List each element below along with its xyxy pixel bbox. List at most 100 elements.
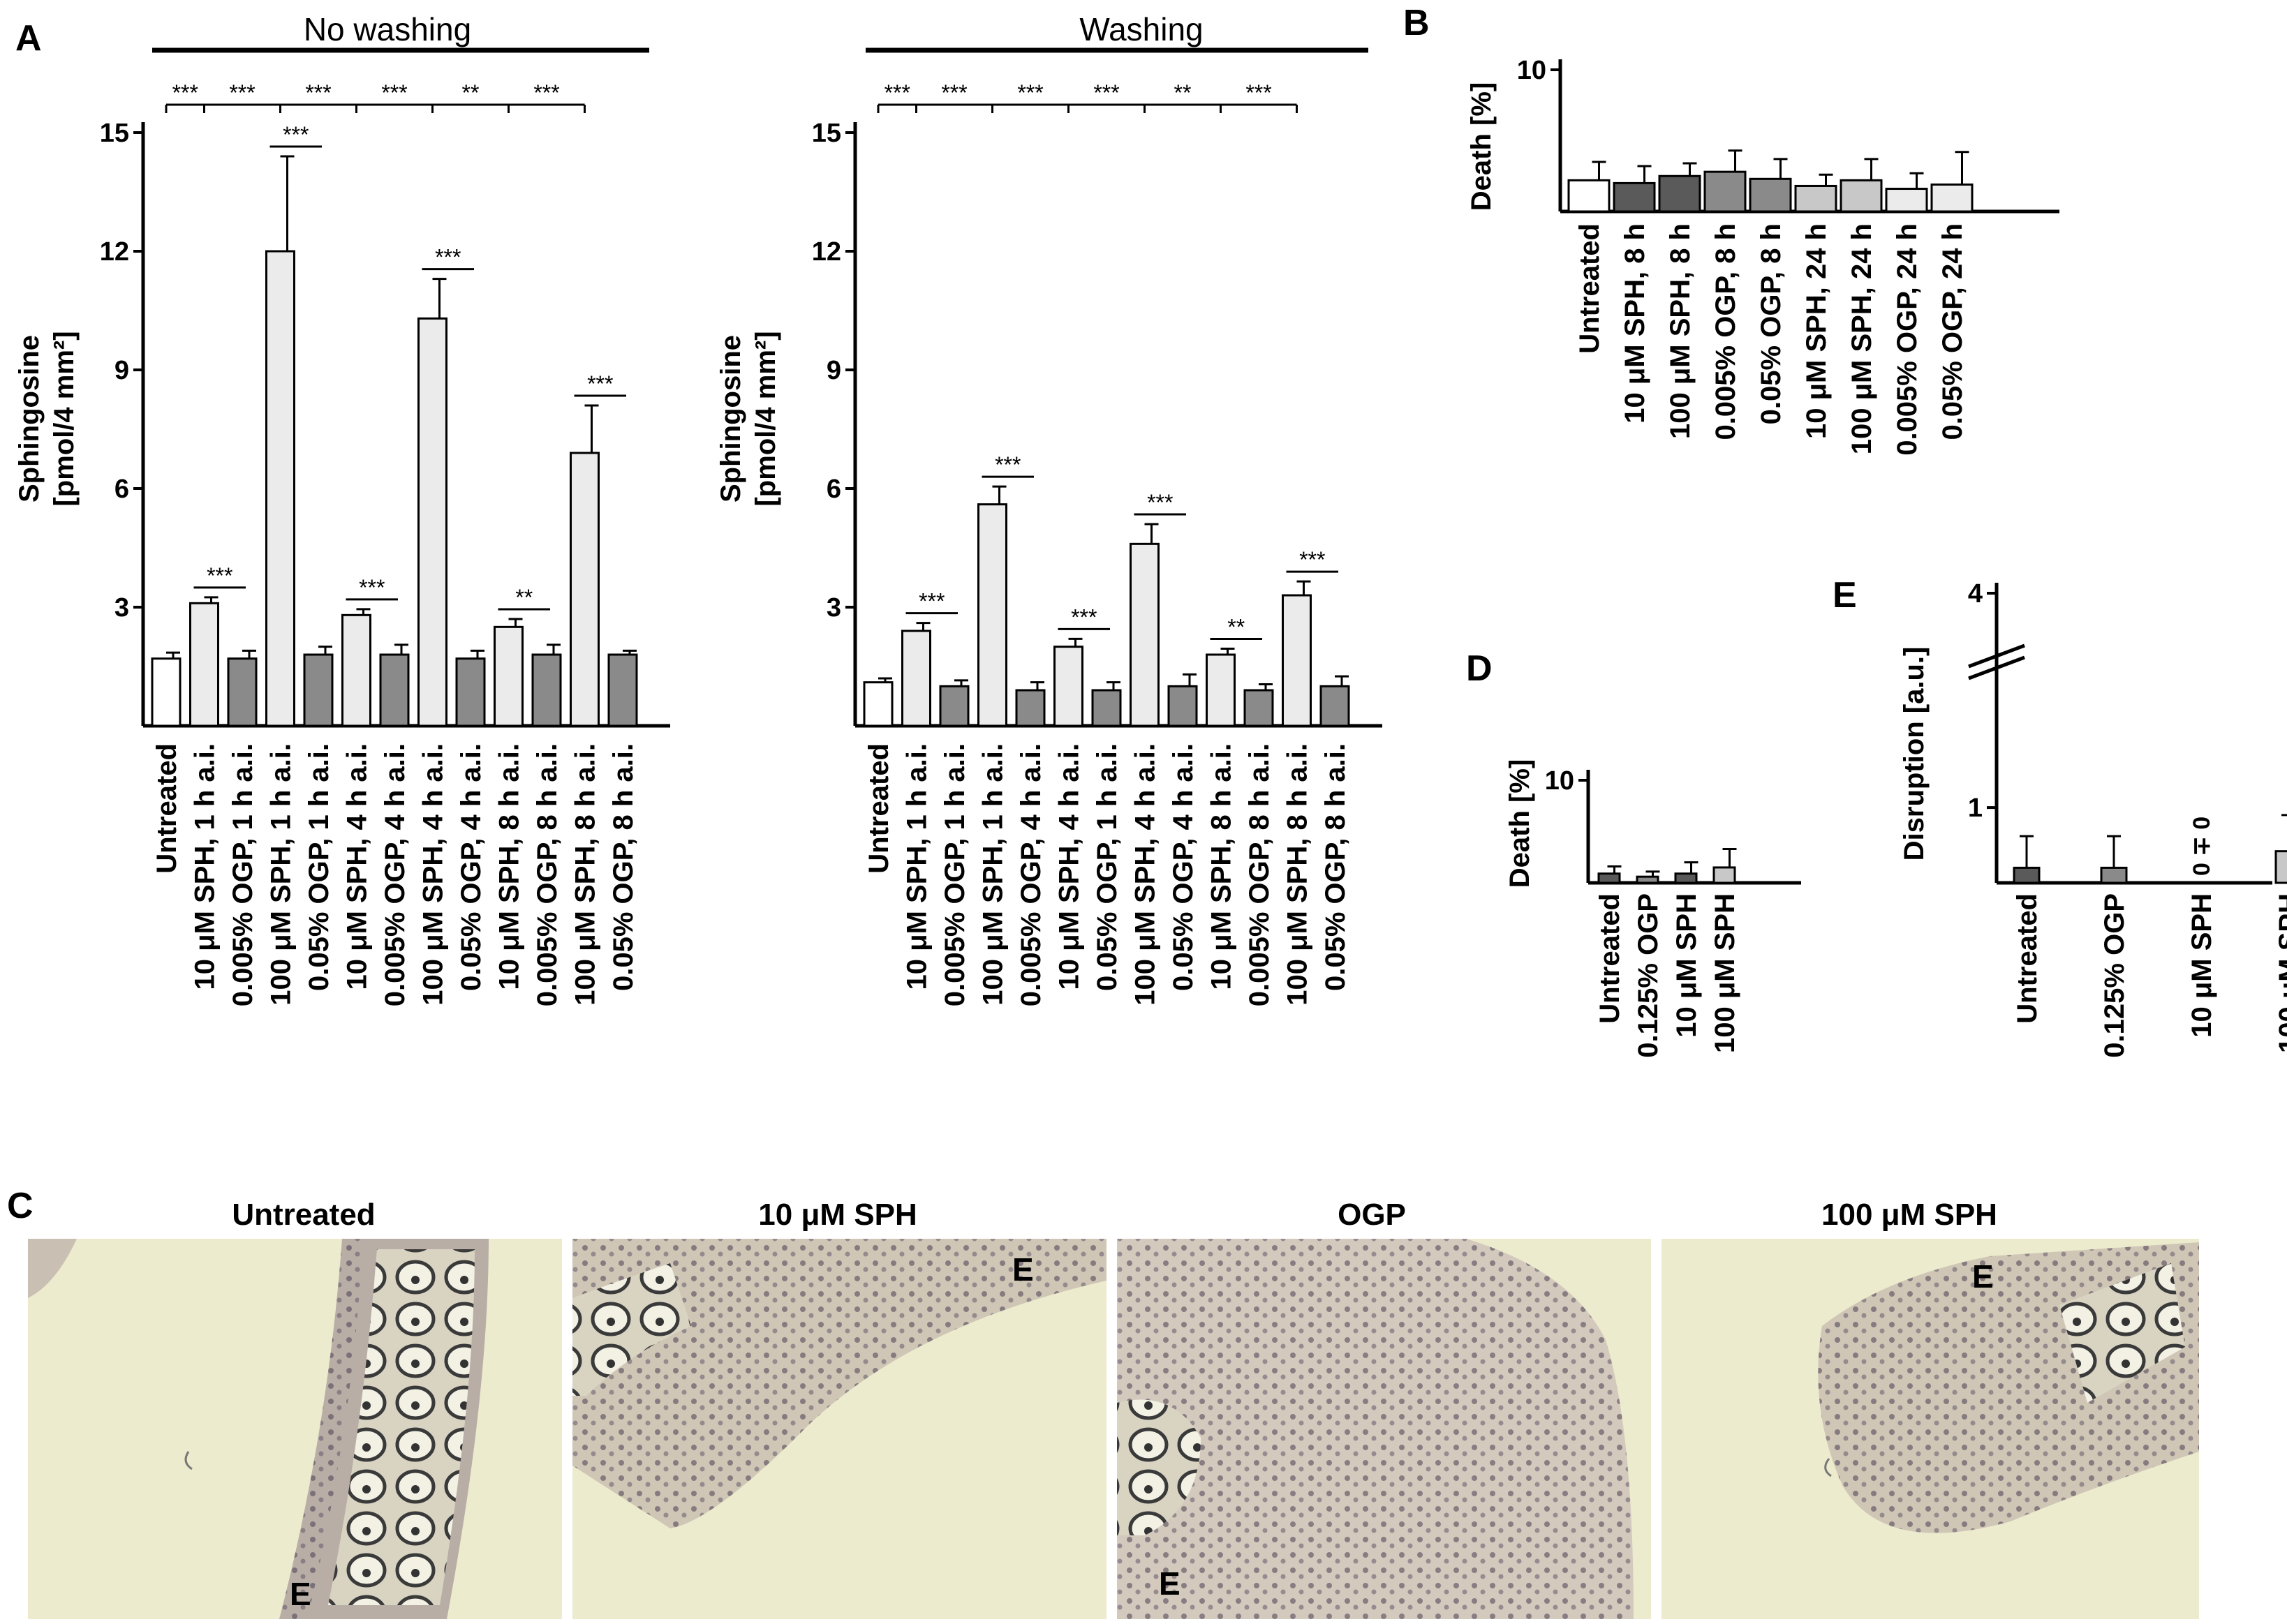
bar xyxy=(2013,866,2041,884)
bar xyxy=(1885,188,1928,213)
bar-significance-label: *** xyxy=(1147,490,1173,515)
category-label: 0.05% OGP, 4 h a.i. xyxy=(1168,743,1199,991)
bar xyxy=(1167,685,1198,727)
photo-title-100um-sph: 100 μM SPH xyxy=(1821,1198,1997,1232)
category-label: 0.005% OGP, 8 h a.i. xyxy=(1244,743,1275,1006)
axis-break-mark xyxy=(1968,655,2025,680)
group-title-no-washing: No washing xyxy=(304,11,471,47)
y-tick-label: 6 xyxy=(827,475,841,504)
bar xyxy=(1567,179,1611,213)
bar xyxy=(1130,542,1160,727)
y-tick-label: 3 xyxy=(827,593,841,623)
bar xyxy=(379,653,410,727)
micrograph-ogp: E xyxy=(1117,1239,1651,1619)
photo-title-untreated: Untreated xyxy=(232,1198,375,1232)
bar xyxy=(1053,646,1083,727)
bar xyxy=(977,503,1007,727)
category-label: 0.005% OGP, 1 h a.i. xyxy=(940,743,970,1006)
bar xyxy=(1712,866,1736,884)
bar xyxy=(863,681,894,727)
y-tick-label: 15 xyxy=(100,119,129,148)
bar xyxy=(531,653,562,727)
category-label: 100 μM SPH xyxy=(2274,893,2287,1053)
bar-significance-label: ** xyxy=(1227,615,1245,640)
category-label: 100 μM SPH, 1 h a.i. xyxy=(266,743,297,1006)
y-axis-title: Sphingosine xyxy=(14,335,45,502)
y-tick-label: 12 xyxy=(812,237,841,267)
y-axis-title: Disruption [a.u.] xyxy=(1899,647,1930,861)
category-label: 0.05% OGP, 1 h a.i. xyxy=(304,743,334,991)
micrograph-10um-sph: E xyxy=(572,1239,1107,1619)
category-label: 0.05% OGP, 4 h a.i. xyxy=(456,743,487,991)
group-title-washing: Washing xyxy=(1079,11,1203,47)
category-label: 0.005% OGP, 8 h xyxy=(1710,223,1741,440)
category-label: 0.05% OGP, 8 h xyxy=(1756,223,1786,424)
y-axis-title: Sphingosine xyxy=(716,335,746,502)
category-label: 0.005% OGP, 1 h a.i. xyxy=(228,743,258,1006)
bar-significance-label: *** xyxy=(587,371,613,396)
category-label: Untreated xyxy=(1574,223,1605,354)
significance-label: *** xyxy=(1245,80,1271,105)
category-label: 10 μM SPH xyxy=(2186,893,2217,1038)
category-label: 0.125% OGP xyxy=(1633,893,1664,1058)
significance-label: *** xyxy=(381,80,407,105)
panel-letter-c: C xyxy=(7,1186,34,1226)
significance-label: *** xyxy=(941,80,967,105)
category-label: Untreated xyxy=(151,743,182,874)
y-axis-title-unit: [pmol/4 mm²] xyxy=(49,331,80,506)
significance-label: *** xyxy=(1017,80,1043,105)
category-label: 10 μM SPH, 4 h a.i. xyxy=(342,743,373,990)
bar xyxy=(303,653,334,727)
y-tick-label: 10 xyxy=(1517,56,1546,85)
significance-label: *** xyxy=(172,80,198,105)
category-label: 0.05% OGP, 8 h a.i. xyxy=(608,743,639,991)
bar xyxy=(1243,689,1274,727)
y-axis-title: Death [%] xyxy=(1504,759,1535,888)
bar-significance-label: *** xyxy=(359,575,385,600)
epithelium-marker-1: E xyxy=(290,1576,311,1612)
y-tick-label: 4 xyxy=(1968,579,1983,609)
bar-significance-label: *** xyxy=(207,563,232,588)
axis-break-mark xyxy=(1968,643,2025,669)
bar xyxy=(607,653,638,727)
bar xyxy=(1597,872,1621,884)
bar xyxy=(939,685,970,727)
photo-title-ogp: OGP xyxy=(1338,1198,1406,1232)
bar-significance-label: *** xyxy=(1299,547,1325,572)
bar-significance-label: ** xyxy=(515,585,533,610)
bar xyxy=(1840,179,1883,213)
micrograph-panel: Untreated 10 μM SPH OGP 100 μM SPH E E xyxy=(28,1198,2199,1619)
bar xyxy=(494,625,524,727)
panel-letter-e: E xyxy=(1833,575,1857,616)
category-label: 100 μM SPH, 8 h a.i. xyxy=(1282,743,1313,1006)
bar-significance-label: *** xyxy=(283,122,309,147)
category-label: 10 μM SPH, 8 h a.i. xyxy=(1206,743,1237,990)
category-label: 10 μM SPH, 8 h xyxy=(1620,223,1650,424)
value-label: 0 ∓ 0 xyxy=(2189,817,2215,876)
bar xyxy=(1703,170,1747,213)
bar-significance-label: *** xyxy=(919,589,945,614)
category-label: 0.05% OGP, 24 h xyxy=(1937,223,1968,440)
bar xyxy=(1794,184,1837,213)
micrograph-100um-sph: E xyxy=(1661,1239,2199,1619)
bar xyxy=(1930,183,1974,213)
category-label: 100 μM SPH, 1 h a.i. xyxy=(978,743,1009,1006)
significance-label: *** xyxy=(1093,80,1119,105)
significance-label: *** xyxy=(229,80,255,105)
category-label: 0.005% OGP, 4 h a.i. xyxy=(1016,743,1046,1006)
category-label: 0.005% OGP, 24 h xyxy=(1892,223,1923,456)
category-label: 10 μM SPH, 24 h xyxy=(1801,223,1832,439)
category-label: 0.05% OGP, 8 h a.i. xyxy=(1320,743,1351,991)
y-tick-label: 1 xyxy=(1968,794,1983,823)
category-label: 0.005% OGP, 8 h a.i. xyxy=(532,743,563,1006)
significance-label: ** xyxy=(1174,80,1192,105)
y-tick-label: 9 xyxy=(114,356,129,385)
category-label: 100 μM SPH, 8 h a.i. xyxy=(570,743,601,1006)
bar xyxy=(151,657,182,727)
bar xyxy=(417,317,447,727)
bar xyxy=(1015,689,1046,727)
